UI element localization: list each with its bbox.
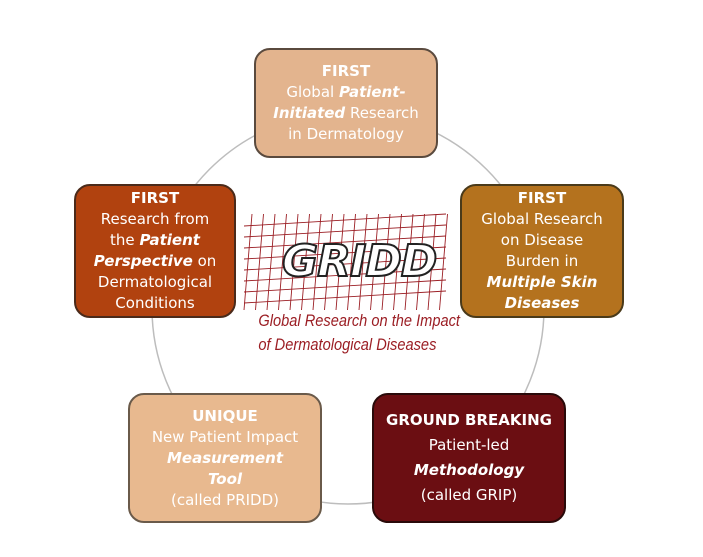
logo-grid-line — [427, 213, 437, 311]
body-text: Burden in — [505, 252, 579, 270]
node-heading: FIRST — [321, 62, 371, 80]
logo-subtitle-line-2: of Dermatological Diseases — [258, 335, 437, 354]
logo-grid-line — [278, 213, 287, 311]
body-text: Research from — [100, 210, 210, 228]
logo-grid-line — [301, 213, 310, 311]
logo-grid-line — [243, 279, 447, 293]
node-heading: FIRST — [130, 189, 180, 207]
logo-grid-line — [358, 213, 368, 311]
node-text-line: Initiated Research — [273, 103, 419, 124]
body-text: (called GRIP) — [420, 486, 518, 504]
logo-grid-line — [312, 213, 322, 311]
node-text-line: Conditions — [115, 293, 194, 314]
node-heading: GROUND BREAKING — [386, 411, 552, 429]
body-text: in Dermatology — [288, 125, 404, 143]
logo-grid-line — [255, 213, 264, 311]
emphasis-text: Diseases — [504, 294, 580, 312]
logo-grid-line — [266, 213, 276, 311]
body-text: Conditions — [115, 294, 195, 312]
emphasis-text: Initiated — [273, 104, 346, 122]
node-text-line: Multiple Skin — [487, 272, 598, 293]
emphasis-text: Patient — [139, 231, 200, 249]
emphasis-text: Tool — [207, 469, 243, 488]
body-text: Patient-led — [428, 436, 510, 454]
logo-word: GRIDD — [281, 236, 438, 287]
logo-grid-line — [243, 257, 447, 271]
logo-grid-line — [416, 213, 425, 311]
node-text-line: Research from — [101, 209, 209, 230]
body-text: Global Research — [481, 210, 603, 228]
node-text-line: New Patient Impact — [152, 427, 298, 448]
logo-grid-line — [381, 213, 391, 311]
emphasis-text: Measurement — [166, 448, 284, 467]
node-text-line: in Dermatology — [288, 124, 404, 145]
logo-grid-line — [370, 213, 379, 311]
emphasis-text: Multiple Skin — [486, 273, 598, 291]
body-text: (called PRIDD) — [171, 490, 279, 509]
node-text-line: Burden in — [506, 251, 578, 272]
body-text: Dermatological — [97, 273, 213, 291]
gridd-logo-grid — [243, 213, 448, 311]
node-heading: UNIQUE — [192, 406, 258, 425]
emphasis-text: Patient- — [338, 83, 406, 101]
logo-grid-line — [289, 213, 299, 311]
logo-grid-line — [439, 213, 448, 311]
logo-grid-line — [243, 290, 447, 304]
logo-grid-line — [335, 213, 345, 311]
logo-grid-line — [393, 213, 402, 311]
node-text-line: Measurement — [167, 448, 283, 469]
logo-grid-line — [243, 213, 447, 227]
logo-subtitle-line-1: Global Research on the Impact — [258, 311, 460, 330]
logo-grid-line — [243, 213, 253, 311]
node-text-line: (called PRIDD) — [171, 490, 279, 511]
node-text-line: (called GRIP) — [421, 483, 518, 508]
body-text: New Patient Impact — [151, 427, 299, 446]
node-text-line: Diseases — [505, 293, 580, 314]
node-text-line: Perspective on — [94, 251, 217, 272]
emphasis-text: Methodology — [413, 461, 525, 479]
node-text-line: Global Patient- — [286, 82, 405, 103]
body-text: on — [192, 252, 217, 270]
body-text: on Disease — [500, 231, 584, 249]
node-text-line: on Disease — [501, 230, 583, 251]
node-text-line: Global Research — [481, 209, 602, 230]
logo-grid-line — [243, 235, 447, 249]
body-text: Research — [345, 104, 419, 122]
logo-grid-line — [347, 213, 356, 311]
logo-grid-line — [243, 246, 447, 260]
node-text-line: the Patient — [110, 230, 200, 251]
logo-grid-line — [404, 213, 414, 311]
logo-grid-line — [243, 268, 447, 282]
logo-grid-line — [324, 213, 333, 311]
node-text-line: Dermatological — [98, 272, 212, 293]
body-text: Global — [286, 83, 339, 101]
node-text-line: Patient-led — [429, 433, 510, 458]
node-text-line: Tool — [208, 469, 242, 490]
node-text-line: Methodology — [414, 458, 524, 483]
body-text: the — [110, 231, 140, 249]
emphasis-text: Perspective — [93, 252, 193, 270]
node-heading: FIRST — [517, 189, 567, 207]
